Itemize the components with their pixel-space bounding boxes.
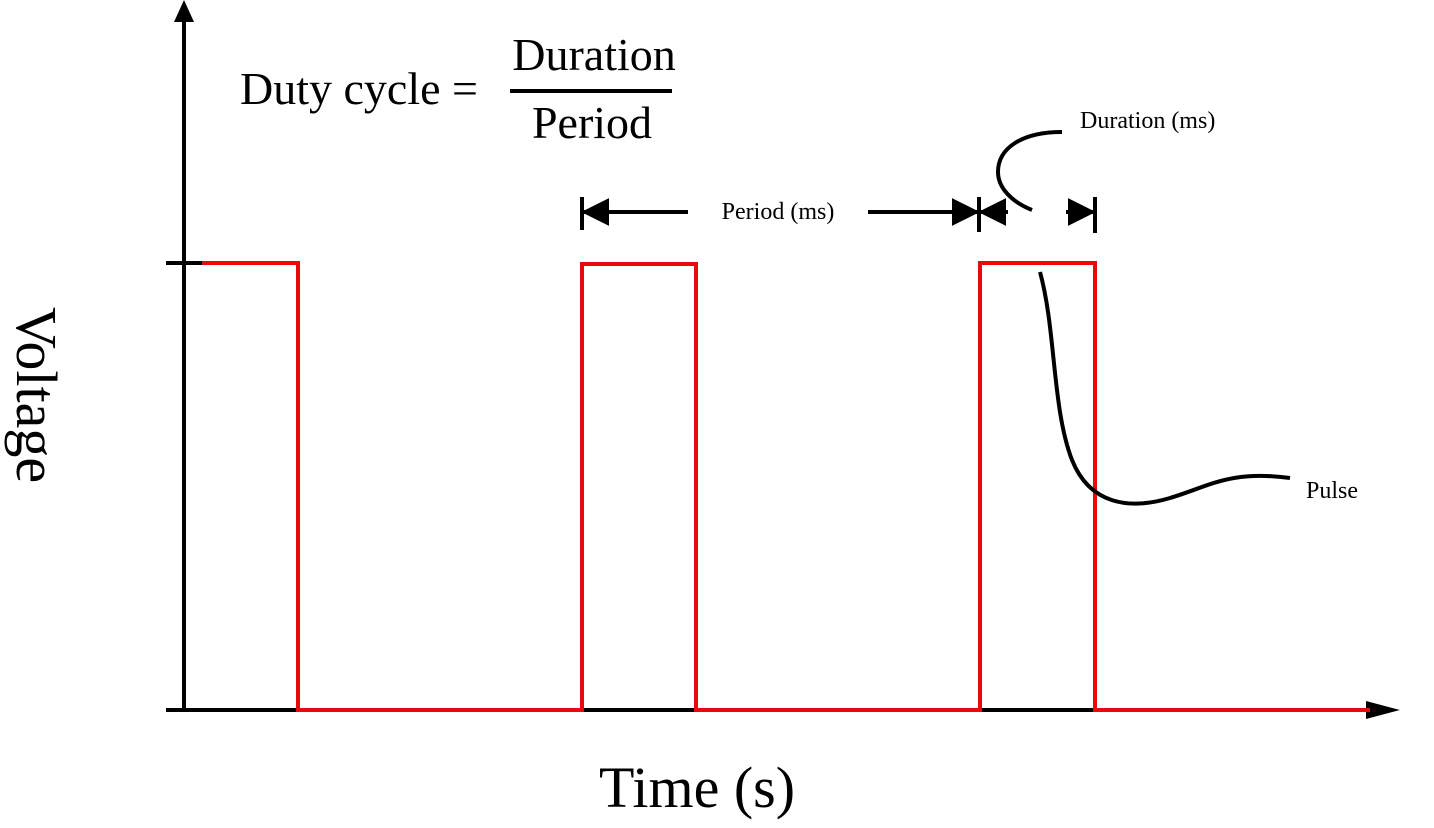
formula-lhs: Duty cycle = bbox=[240, 63, 478, 114]
pulse-leader bbox=[1038, 271, 1291, 506]
duration-label: Duration (ms) bbox=[1080, 108, 1215, 134]
pulse-waveform bbox=[202, 261, 1370, 712]
formula-numerator: Duration bbox=[512, 29, 676, 80]
y-axis-label: Voltage bbox=[4, 307, 69, 483]
duration-leader bbox=[995, 130, 1063, 212]
x-axis-arrowhead bbox=[1366, 701, 1400, 719]
period-label: Period (ms) bbox=[722, 199, 835, 225]
x-axis-label: Time (s) bbox=[599, 755, 795, 820]
formula-denominator: Period bbox=[532, 97, 652, 148]
pulse-label: Pulse bbox=[1306, 478, 1358, 504]
y-axis-arrowhead bbox=[174, 0, 194, 22]
